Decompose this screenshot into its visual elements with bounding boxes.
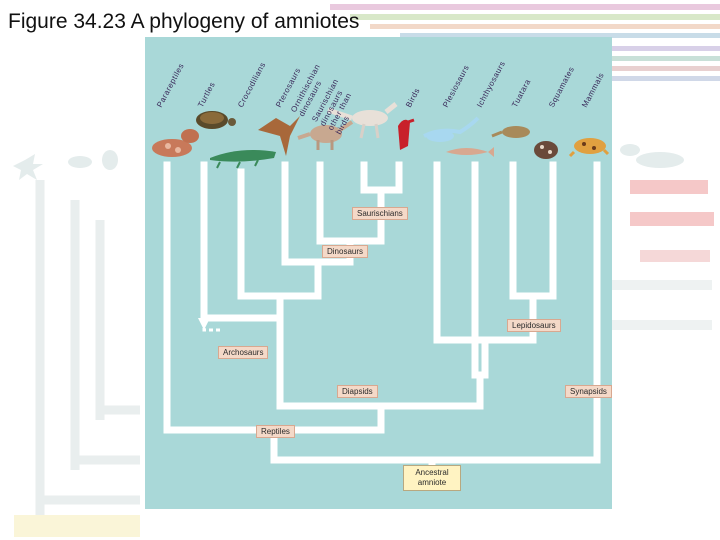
node-plesio-lepido	[433, 336, 537, 379]
node-ichthyo	[471, 371, 489, 410]
bird-icon	[398, 118, 415, 150]
lizard-icon	[491, 126, 530, 138]
ornithischian-icon	[297, 120, 354, 150]
plesiosaur-icon	[423, 116, 480, 142]
slide-title: Figure 34.23 A phylogeny of amniotes	[8, 10, 360, 33]
clade-label-diapsids: Diapsids	[337, 385, 378, 398]
clade-label-reptiles: Reptiles	[256, 425, 295, 438]
clade-label-dinosaurs: Dinosaurs	[322, 245, 369, 258]
faded-root-box	[14, 515, 140, 537]
clade-label-saurischians: Saurischians	[352, 207, 408, 220]
clade-label-archosaurs: Archosaurs	[218, 346, 269, 359]
dinosaur-icon	[327, 102, 398, 139]
ichthyosaur-icon	[446, 147, 494, 157]
faded-side-boxes	[612, 180, 714, 330]
turtle-uncertainty-arrow	[198, 300, 222, 332]
snake-icon	[534, 141, 558, 159]
parareptile-icon	[152, 129, 199, 157]
clade-label-lepidosaurs: Lepidosaurs	[507, 319, 561, 332]
node-pterosaur-dino	[281, 258, 354, 300]
faded-animal-silhouettes	[13, 144, 684, 180]
clade-label-synapsids: Synapsids	[565, 385, 612, 398]
pterosaur-icon	[258, 116, 300, 156]
organism-illustrations	[152, 102, 610, 169]
node-lepidosaurs	[509, 292, 557, 344]
node-diapsids	[276, 336, 484, 434]
clade-label-ancestral-amniote: Ancestral amniote	[403, 465, 461, 491]
decorative-stripes	[330, 4, 720, 81]
faded-background-tree	[35, 180, 140, 520]
turtle-icon	[196, 111, 236, 129]
mammal-icon	[568, 138, 610, 158]
crocodile-icon	[210, 150, 276, 169]
